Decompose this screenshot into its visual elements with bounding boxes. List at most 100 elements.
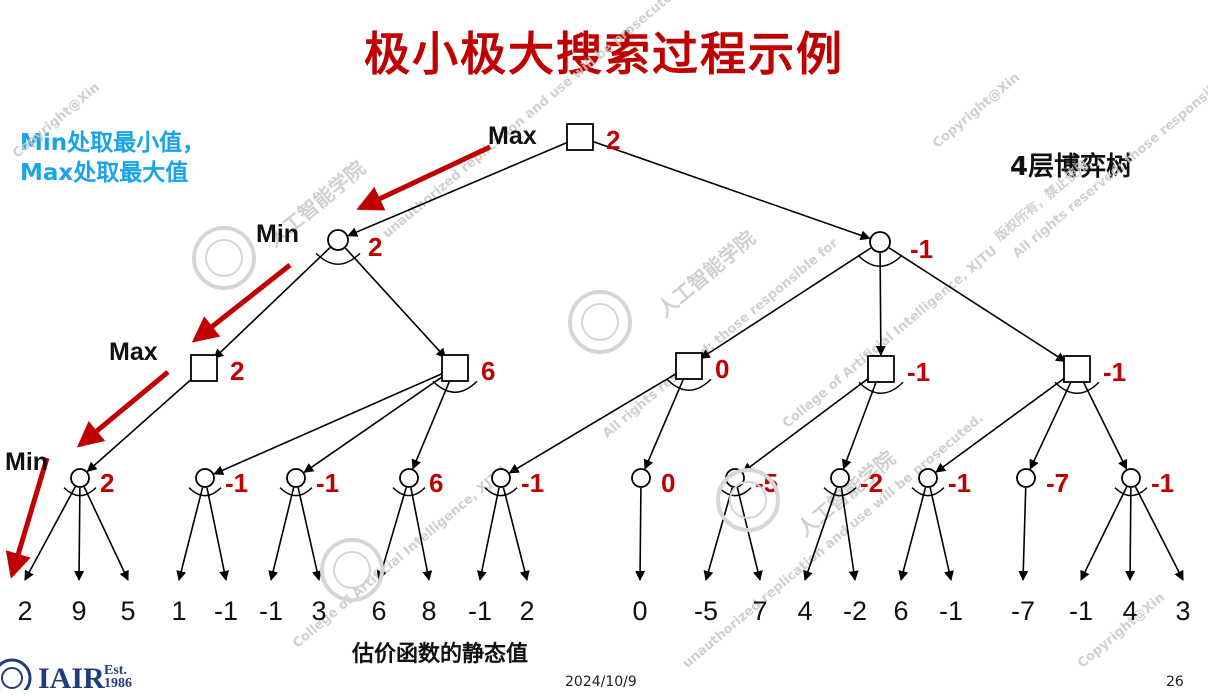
leaf-value: 6 <box>371 596 386 626</box>
min3-value: 6 <box>429 468 443 498</box>
seal-watermark <box>568 290 632 354</box>
logo-year: 1986 <box>104 676 132 691</box>
max2-value: 0 <box>715 354 729 384</box>
edge-max-min <box>935 376 1067 473</box>
max-node <box>675 352 703 380</box>
logo-text: IAIR <box>38 662 105 695</box>
edge-min-leaf <box>803 487 838 581</box>
edge-min-max <box>888 247 1067 363</box>
max2-value: 6 <box>481 356 495 386</box>
min-node-arc <box>857 254 903 267</box>
root-value: 2 <box>606 125 620 155</box>
min3-value: -1 <box>948 468 971 498</box>
leaf-value: 7 <box>752 596 767 626</box>
min-leaf-arc <box>823 487 857 497</box>
min3-value: -2 <box>860 468 883 498</box>
max-node-arc <box>432 380 478 393</box>
min-leaf-arc <box>1114 487 1148 497</box>
edge-min-leaf <box>476 487 500 581</box>
leaf-value: -1 <box>1069 596 1093 626</box>
edge-min-leaf <box>703 487 734 581</box>
edge-min-leaf <box>83 486 129 581</box>
min-node <box>1016 468 1036 488</box>
seal-watermark <box>320 538 384 602</box>
leaf-value: 2 <box>17 596 32 626</box>
max-node-arc <box>858 381 904 394</box>
leaf-value: -1 <box>468 596 492 626</box>
leaf-value: 3 <box>311 596 326 626</box>
rule-note: Min处取最小值， Max处取最大值 <box>20 128 205 188</box>
min-leaf-arc <box>188 487 222 497</box>
edge-min-leaf <box>206 487 230 581</box>
edge-min-leaf <box>929 487 954 581</box>
leaf-value: 8 <box>421 596 436 626</box>
search-arrow <box>76 370 170 448</box>
edge-min-leaf <box>736 487 763 581</box>
max-node-arc <box>666 378 712 391</box>
min-leaf-arc <box>279 487 313 497</box>
search-arrow <box>356 144 492 211</box>
edge-max-min <box>86 376 195 473</box>
edge-min-leaf <box>1018 487 1029 581</box>
page-number: 26 <box>1166 674 1184 690</box>
edge-min-leaf <box>840 487 859 581</box>
leaf-value: 3 <box>1175 596 1190 626</box>
min-node <box>399 468 419 488</box>
edge-min-leaf <box>24 486 76 581</box>
min-leaf-arc <box>392 487 426 497</box>
edge-min-leaf <box>1134 486 1184 581</box>
leaf-value: -5 <box>694 596 718 626</box>
leaf-value: 4 <box>1122 596 1137 626</box>
seal-watermark-inner <box>729 481 767 519</box>
edge-min-leaf <box>297 487 322 581</box>
min-leaf-arc <box>911 487 945 497</box>
leaf-value: -1 <box>939 596 963 626</box>
leaf-value: -7 <box>1011 596 1035 626</box>
edge-min-max <box>344 247 447 359</box>
min-max-arcs <box>63 252 1148 497</box>
level-label: Min <box>5 448 48 476</box>
min-node-arc <box>315 252 361 265</box>
min3-value: -7 <box>1046 468 1069 498</box>
min-leaf-arc <box>484 487 518 497</box>
tree-nodes <box>70 123 1141 488</box>
min3-value: -1 <box>316 468 339 498</box>
min3-value: 0 <box>661 468 675 498</box>
logo-est-label: Est. <box>104 663 127 678</box>
footer-date: 2024/10/9 <box>565 674 637 690</box>
edge-min-leaf <box>898 487 927 581</box>
edge-min-leaf <box>74 487 85 581</box>
min-node <box>195 468 215 488</box>
leaf-value: 0 <box>632 596 647 626</box>
leaf-value: 1 <box>171 596 186 626</box>
leaf-value: -1 <box>259 596 283 626</box>
edge-max-min <box>213 372 443 475</box>
leaf-value: 5 <box>120 596 135 626</box>
min3-value: -1 <box>521 468 544 498</box>
min-node <box>918 468 938 488</box>
level-label: Max <box>109 338 158 366</box>
min3-value: 2 <box>100 468 114 498</box>
seal-icon <box>0 658 32 696</box>
leaf-value: 2 <box>519 596 534 626</box>
rule-note-max: Max处取最大值 <box>20 160 189 186</box>
rule-note-min: Min处取最小值， <box>20 130 206 156</box>
edge-max-min <box>1029 381 1072 470</box>
edge-min-max <box>213 247 331 360</box>
edge-min-leaf <box>1125 487 1136 581</box>
min-node <box>491 468 511 488</box>
search-arrow <box>191 263 292 343</box>
leaf-value: 4 <box>797 596 812 626</box>
edge-max-min <box>411 380 451 470</box>
min3-value: -5 <box>755 468 778 498</box>
seal-watermark <box>192 226 256 290</box>
edge-root-min <box>592 140 871 241</box>
max-node-arc <box>1054 381 1100 394</box>
edge-root-min <box>347 141 568 237</box>
edge-min-leaf <box>268 487 295 581</box>
max-node <box>867 355 895 383</box>
edge-min-leaf <box>410 487 433 581</box>
min-node <box>327 229 349 251</box>
edge-max-min <box>1082 381 1128 470</box>
